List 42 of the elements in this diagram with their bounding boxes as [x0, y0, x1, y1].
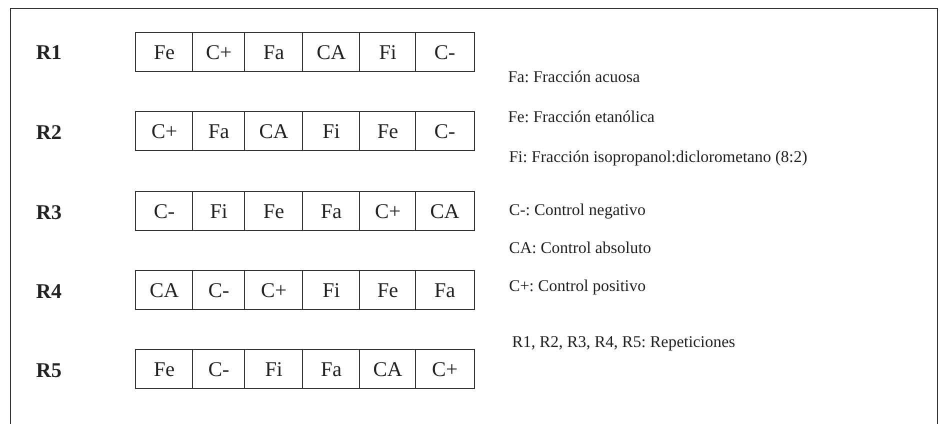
- treatment-cell: C+: [192, 32, 246, 72]
- legend-note: C+: Control positivo: [509, 276, 646, 296]
- treatment-cell: Fe: [135, 349, 194, 389]
- treatment-cell: Fi: [359, 32, 416, 72]
- legend-note: CA: Control absoluto: [509, 238, 652, 258]
- treatment-cell: CA: [359, 349, 416, 389]
- treatment-cell: C+: [359, 191, 416, 231]
- treatment-cell: C-: [415, 32, 474, 72]
- treatment-cell: Fi: [244, 349, 304, 389]
- treatment-cell: CA: [135, 270, 194, 310]
- row-label: R2: [36, 120, 62, 144]
- treatment-cell: C-: [192, 349, 246, 389]
- legend-note: Fi: Fracción isopropanol:diclorometano (8:2): [509, 147, 808, 167]
- treatment-cell: CA: [302, 32, 360, 72]
- row-label: R5: [36, 358, 62, 382]
- legend-note: C-: Control negativo: [509, 200, 646, 220]
- legend-note: Fe: Fracción etanólica: [508, 107, 655, 127]
- treatment-cell: Fi: [302, 270, 360, 310]
- legend-note: R1, R2, R3, R4, R5: Repeticiones: [512, 332, 736, 352]
- treatment-cell: C-: [135, 191, 194, 231]
- treatment-cell: Fe: [359, 270, 416, 310]
- treatment-cell: Fa: [302, 191, 360, 231]
- treatment-cell: CA: [244, 111, 304, 151]
- treatment-cell: C-: [192, 270, 246, 310]
- row-label: R3: [36, 200, 62, 224]
- treatment-cell: Fi: [302, 111, 360, 151]
- treatment-cell: Fa: [192, 111, 246, 151]
- treatment-cell: Fa: [244, 32, 304, 72]
- treatment-cell: CA: [415, 191, 474, 231]
- row-label: R1: [36, 40, 62, 64]
- treatment-cell: C+: [135, 111, 194, 151]
- legend-note: Fa: Fracción acuosa: [508, 67, 640, 87]
- row-label: R4: [36, 279, 62, 303]
- treatment-cell: C+: [244, 270, 304, 310]
- treatment-cell: Fe: [359, 111, 416, 151]
- treatment-cell: C+: [415, 349, 474, 389]
- treatment-cell: Fa: [415, 270, 474, 310]
- treatment-cell: Fi: [192, 191, 246, 231]
- treatment-cell: Fa: [302, 349, 360, 389]
- treatment-cell: C-: [415, 111, 474, 151]
- treatment-cell: Fe: [244, 191, 304, 231]
- treatment-cell: Fe: [135, 32, 194, 72]
